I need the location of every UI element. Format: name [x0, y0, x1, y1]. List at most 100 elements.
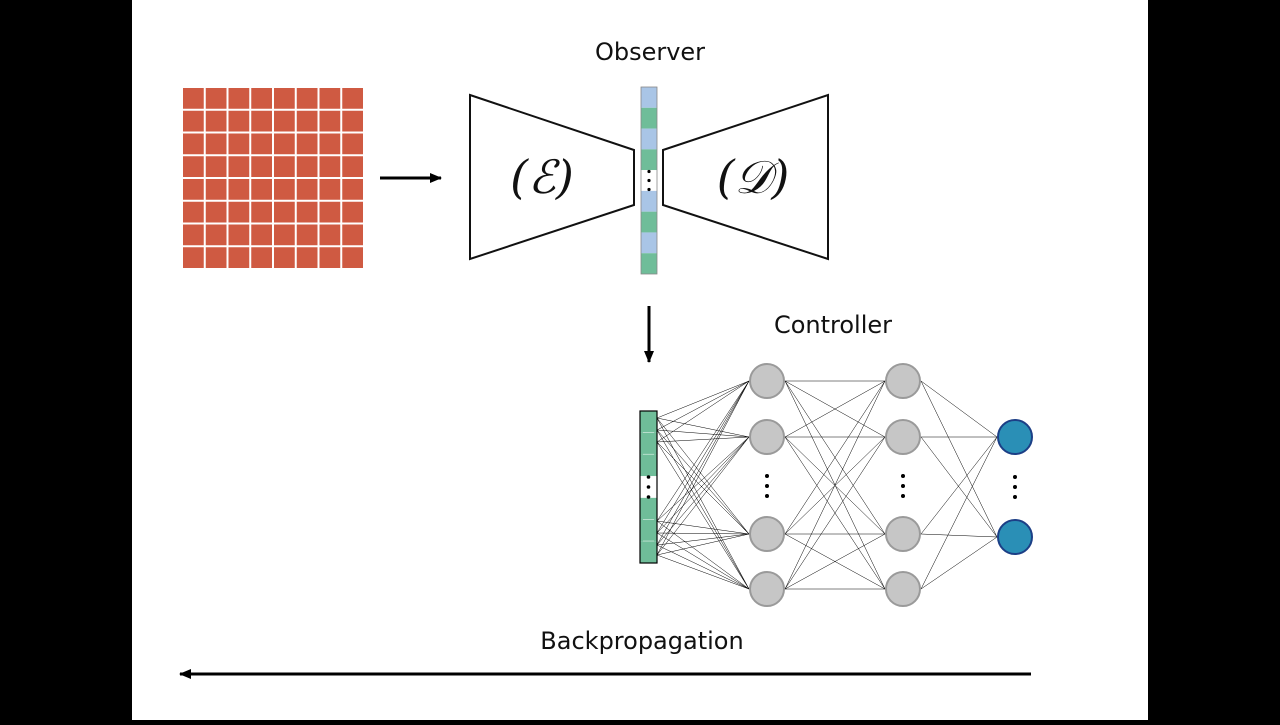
- connection-line: [656, 532, 750, 590]
- grid-cell: [251, 201, 272, 223]
- connection-line: [656, 520, 750, 590]
- grid-cell: [205, 179, 227, 200]
- grid-cell: [251, 88, 272, 109]
- grid-cell: [205, 110, 227, 132]
- vertical-ellipsis-icon: [647, 169, 651, 192]
- connection-line: [656, 429, 750, 590]
- ellipsis-dot: [765, 474, 769, 478]
- connection-line: [656, 554, 750, 590]
- connection-line: [920, 536, 998, 590]
- controller-input-cell: [640, 519, 657, 542]
- grid-cell: [319, 224, 341, 246]
- grid-cell: [342, 156, 363, 177]
- grid-cell: [319, 110, 341, 132]
- ellipsis-dot: [646, 485, 651, 489]
- vertical-ellipsis-icon: [901, 474, 905, 498]
- latent-border: [640, 86, 658, 275]
- grid-cell: [228, 201, 250, 223]
- connection-line: [920, 533, 998, 538]
- grid-cell: [342, 88, 363, 109]
- grid-cell: [342, 133, 363, 155]
- grid-cell: [183, 156, 204, 177]
- grid-cell: [183, 179, 204, 200]
- observer-label: Observer: [595, 38, 705, 66]
- grid-cell: [228, 133, 250, 155]
- grid-cell: [183, 201, 204, 223]
- connection-line: [784, 436, 886, 590]
- connection-line: [656, 436, 750, 522]
- hidden-node-layer2: [885, 516, 921, 552]
- ellipsis-dot: [1013, 495, 1017, 499]
- latent-cell-blue: [641, 232, 657, 254]
- connection-line: [920, 436, 998, 535]
- grid-cell: [274, 179, 295, 200]
- grid-cell: [342, 224, 363, 246]
- hidden-node-layer2: [885, 419, 921, 455]
- connection-line: [656, 436, 750, 546]
- connection-line: [656, 520, 750, 535]
- ellipsis-dot: [647, 187, 651, 192]
- latent-cell-green: [641, 253, 657, 274]
- grid-cell: [274, 224, 295, 246]
- connection-line: [656, 380, 750, 546]
- connection-line: [920, 436, 998, 538]
- ellipsis-dot: [901, 474, 905, 478]
- vertical-ellipsis-icon: [765, 474, 769, 498]
- controller-input-border: [639, 410, 658, 564]
- encoder-label: (ℰ): [510, 150, 574, 204]
- latent-cell-green: [641, 211, 657, 233]
- connection-line: [656, 417, 750, 535]
- latent-cell-blue: [641, 190, 657, 212]
- grid-cell: [205, 247, 227, 268]
- grid-cell: [205, 201, 227, 223]
- latent-cell-green: [641, 149, 657, 171]
- grid-cell: [205, 88, 227, 109]
- grid-cell: [251, 156, 272, 177]
- controller-input-cell: [640, 541, 657, 563]
- grid-cell: [251, 133, 272, 155]
- connection-line: [656, 429, 750, 535]
- grid-cell: [319, 201, 341, 223]
- latent-cell-green: [641, 107, 657, 129]
- hidden-node-layer1: [749, 571, 785, 607]
- grid-cell: [296, 179, 318, 200]
- grid-cell: [251, 110, 272, 132]
- connection-line: [656, 533, 750, 546]
- grid-cell: [274, 201, 295, 223]
- vertical-ellipsis-icon: [646, 475, 651, 499]
- grid-cell: [342, 179, 363, 200]
- connection-line: [920, 380, 998, 538]
- grid-cell: [183, 88, 204, 109]
- grid-cell: [296, 247, 318, 268]
- grid-cell: [205, 133, 227, 155]
- hidden-node-layer1: [749, 516, 785, 552]
- grid-cell: [205, 224, 227, 246]
- grid-cell: [274, 133, 295, 155]
- grid-cell: [228, 179, 250, 200]
- controller-input-vector: [639, 410, 658, 564]
- grid-cell: [319, 247, 341, 268]
- connection-line: [656, 380, 750, 522]
- ellipsis-dot: [1013, 485, 1017, 489]
- backpropagation-label: Backpropagation: [540, 627, 743, 655]
- ellipsis-dot: [646, 475, 651, 479]
- ellipsis-dot: [647, 169, 651, 174]
- connection-line: [656, 380, 750, 431]
- grid-cell: [319, 179, 341, 200]
- ellipsis-dot: [901, 484, 905, 488]
- connection-line: [784, 380, 886, 438]
- controller-input-cell: [640, 432, 657, 455]
- hidden-node-layer2: [885, 363, 921, 399]
- controller-network: [749, 363, 1033, 607]
- latent-vector: [640, 86, 658, 275]
- connection-line: [656, 436, 750, 534]
- hidden-node-layer1: [749, 419, 785, 455]
- vertical-ellipsis-icon: [1013, 475, 1017, 499]
- connection-line: [920, 436, 998, 590]
- ellipsis-dot: [765, 494, 769, 498]
- connection-line: [784, 380, 886, 590]
- connection-line: [656, 429, 750, 438]
- grid-cell: [319, 156, 341, 177]
- decoder-label: (𝒟): [717, 150, 790, 204]
